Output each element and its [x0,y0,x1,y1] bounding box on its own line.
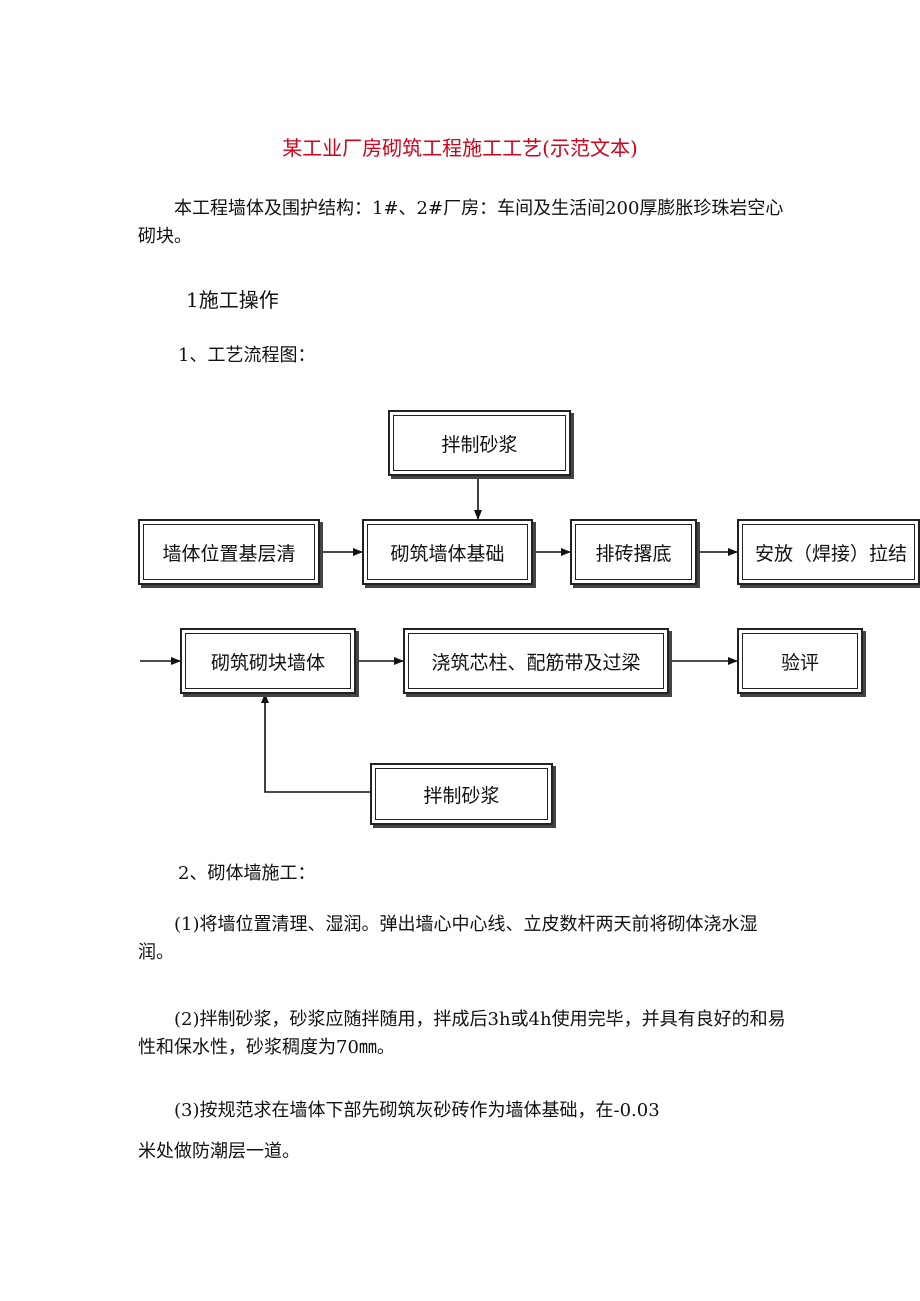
flow-box-mix-mortar-bottom: 拌制砂浆 [370,763,553,825]
flow-box-tie-bars: 安放（焊接）拉结 [737,519,920,585]
step-item-2: (2)拌制砂浆，砂浆应随拌随用，拌成后3h或4h使用完毕，并具有良好的和易性和保… [138,1009,786,1058]
masonry-heading: 2、砌体墙施工： [178,863,316,884]
flow-box-wall-foundation: 砌筑墙体基础 [362,519,533,585]
section-heading-construction: 1施工操作 [186,288,279,312]
arrow-mortar-to-block-wall [261,693,370,793]
flow-box-mix-mortar-top: 拌制砂浆 [388,410,571,476]
step-item-3-cont: 米处做防潮层一道。 [138,1141,300,1162]
flow-box-inspection: 验评 [737,628,863,694]
flow-box-clean-base: 墙体位置基层清 [138,519,320,585]
flow-box-core-columns: 浇筑芯柱、配筋带及过梁 [403,628,669,694]
flow-box-block-wall: 砌筑砌块墙体 [180,628,356,694]
flow-box-brick-layout: 排砖撂底 [570,519,697,585]
document-title: 某工业厂房砌筑工程施工工艺(示范文本) [282,136,638,160]
step-item-3: (3)按规范求在墙体下部先砌筑灰砂砖作为墙体基础，在-0.03 [174,1100,660,1121]
intro-paragraph: 本工程墙体及围护结构：1#、2#厂房：车间及生活间200厚膨胀珍珠岩空心砌块。 [138,198,784,247]
step-item-1: (1)将墙位置清理、湿润。弹出墙心中心线、立皮数杆两天前将砌体浇水湿润。 [138,914,758,963]
flowchart-caption: 1、工艺流程图： [178,345,316,366]
